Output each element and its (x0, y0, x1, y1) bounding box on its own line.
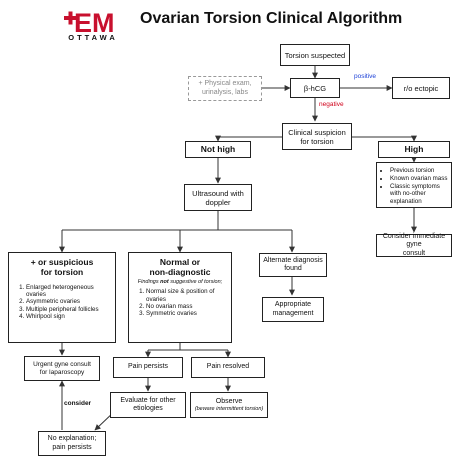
node-title-line: non-diagnostic (149, 266, 211, 277)
node-not-high: Not high (185, 141, 251, 158)
list-item: Previous torsion (390, 167, 448, 175)
label-negative: negative (319, 101, 344, 108)
list-item: Enlarged heterogeneous ovaries (26, 284, 109, 299)
note-text: suggestive of torsion; (168, 278, 223, 285)
page-title: Ovarian Torsion Clinical Algorithm (140, 10, 403, 27)
node-label-line: found (284, 265, 302, 272)
node-label-line: pain persists (52, 443, 92, 451)
list-item: Asymmetric ovaries (26, 298, 109, 305)
edge-suspicion-nothigh (215, 135, 282, 142)
node-label-line: etiologies (133, 405, 163, 412)
node-label: High (404, 144, 424, 155)
label-positive: positive (354, 73, 377, 80)
node-label: r/o ectopic (403, 83, 439, 93)
node-evaluate-other: Evaluate for other etiologies (110, 392, 186, 418)
node-label-line: Evaluate for other (120, 396, 176, 404)
node-label-line: No explanation; (47, 435, 97, 443)
list-item: Multiple peripheral follicles (26, 306, 109, 313)
node-title-line: Normal or (159, 257, 201, 267)
list-item: Symmetric ovaries (146, 310, 225, 317)
logo-mark-text: EM (74, 8, 115, 38)
node-torsion-suspected: Torsion suspected (280, 44, 350, 66)
edge-suspicion-high (352, 135, 417, 142)
node-appropriate-management: Appropriate management (262, 297, 324, 322)
node-high-criteria: Previous torsion Known ovarian mass Clas… (376, 162, 452, 208)
node-label: Pain persists (127, 363, 169, 371)
node-label-line: doppler (205, 197, 231, 207)
node-label-line: management (272, 309, 314, 317)
node-suspicious-for-torsion: + or suspicious for torsion Enlarged het… (8, 252, 116, 343)
node-title-line: for torsion (40, 266, 84, 277)
node-high: High (378, 141, 450, 158)
node-bhcg: β-hCG (290, 78, 340, 98)
node-label: Observe (215, 397, 243, 405)
node-label: Torsion suspected (284, 50, 346, 60)
node-urgent-gyne-consult: Urgent gyne consult for laparoscopy (24, 356, 100, 381)
note-emphasis: not (160, 278, 169, 285)
high-criteria-list: Previous torsion Known ovarian mass Clas… (380, 167, 448, 206)
note-text: Findings (137, 278, 161, 285)
node-label-line: Clinical suspicion (288, 127, 346, 137)
node-label: Pain resolved (206, 363, 250, 371)
node-pain-resolved: Pain resolved (191, 357, 265, 378)
node-ro-ectopic: r/o ectopic (392, 77, 450, 99)
list-item: Classic symptoms with no-other explanati… (390, 183, 448, 206)
node-sublabel: (beware intermittent torsion) (194, 405, 264, 412)
list-item: Normal size & position of ovaries (146, 288, 225, 303)
node-label-line: for torsion (300, 136, 334, 146)
node-alternate-diagnosis: Alternate diagnosis found (259, 253, 327, 277)
node-workup: + Physical exam, urinalysis, labs (188, 76, 262, 101)
node-label-line: consult (402, 249, 426, 257)
node-label: β-hCG (303, 83, 327, 93)
node-label: Not high (200, 144, 236, 155)
node-label-line: Urgent gyne consult (33, 360, 91, 368)
node-label-line: urinalysis, labs (202, 88, 248, 96)
node-observe: Observe (beware intermittent torsion) (190, 392, 268, 418)
node-label-line: for laparoscopy (39, 368, 85, 376)
node-label-line: Appropriate (274, 301, 312, 309)
edge-ultrasound-branches (62, 211, 292, 231)
list-item: Known ovarian mass (390, 175, 448, 183)
node-pain-persists: Pain persists (113, 357, 183, 378)
node-label-line: + Physical exam, (198, 80, 252, 88)
list-item: Whirlpool sign (26, 313, 109, 320)
normal-findings-list: Normal size & position of ovaries No ova… (135, 288, 225, 318)
node-no-explanation: No explanation; pain persists (38, 431, 106, 456)
list-item: No ovarian mass (146, 303, 225, 310)
node-ultrasound: Ultrasound with doppler (184, 184, 252, 211)
node-title-line: + or suspicious (30, 257, 94, 267)
node-consider-gyne: Consider immediate gyne consult (376, 232, 452, 257)
suspicious-findings-list: Enlarged heterogeneous ovaries Asymmetri… (15, 284, 109, 321)
em-ottawa-logo: EM (64, 8, 115, 38)
logo-wordmark: OTTAWA (68, 33, 118, 42)
label-consider: consider (64, 400, 92, 407)
edge-normal-split (148, 343, 228, 351)
node-label-line: Alternate diagnosis (263, 256, 323, 264)
node-label-line: Consider immediate gyne (382, 232, 446, 249)
node-clinical-suspicion: Clinical suspicion for torsion (282, 123, 352, 150)
node-label-line: Ultrasound with (192, 188, 244, 198)
node-normal-nondiagnostic: Normal or non-diagnostic Findings not su… (128, 252, 232, 343)
normal-note: Findings not suggestive of torsion; (135, 279, 225, 286)
